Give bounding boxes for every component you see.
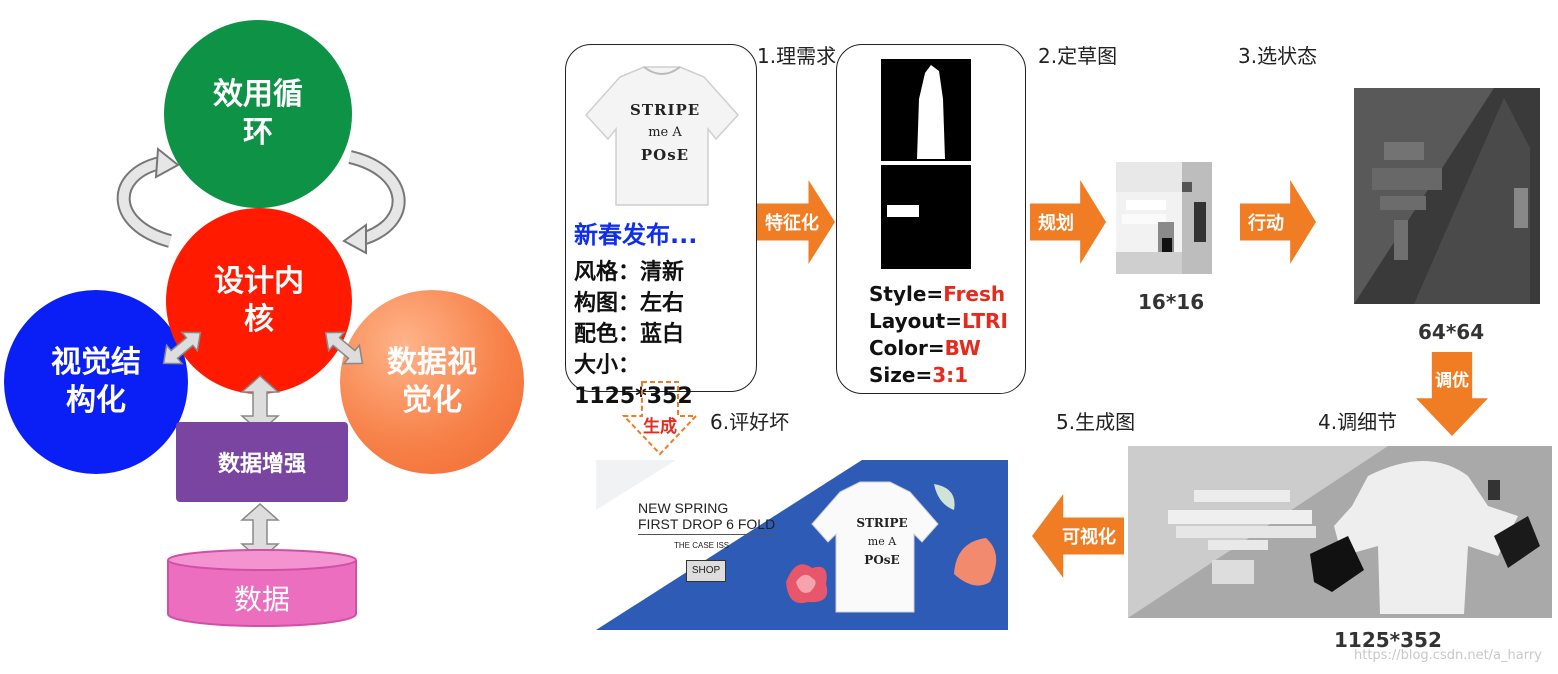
data-augmentation-box: 数据增强 <box>176 422 348 502</box>
step-2-label: 2.定草图 <box>1038 44 1118 68</box>
state-16-caption: 16*16 <box>1138 290 1205 314</box>
data-cylinder-label: 数据 <box>233 583 290 616</box>
detail-1125-image <box>1128 446 1552 618</box>
prop-color: Color=BW <box>869 336 981 360</box>
act-arrow: 行动 <box>1240 180 1316 264</box>
link-arrows <box>162 331 364 562</box>
sketch-card: Style=Fresh Layout=LTRI Color=BW Size=3:… <box>836 44 1026 394</box>
tshirt-line-2: me A <box>648 125 682 140</box>
requirement-headline: 新春发布... <box>574 221 698 249</box>
generate-label: 生成 <box>643 417 677 437</box>
banner-line-3: THE CASE ISS <box>674 541 730 550</box>
generate-arrow: 生成 <box>622 380 698 456</box>
requirement-list: 风格：清新 构图：左右 配色：蓝白 大小：1125*352 <box>574 257 756 412</box>
generate-arrow-outline <box>622 381 698 456</box>
sketch-props: Style=Fresh Layout=LTRI Color=BW Size=3:… <box>869 281 1008 389</box>
banner-tshirt <box>811 481 939 613</box>
cylinder-shape <box>167 549 357 627</box>
design-core-circle: 设计内 核 <box>166 208 352 394</box>
banner-tshirt-line-2: me A <box>867 535 897 548</box>
prop-layout: Layout=LTRI <box>869 309 1008 333</box>
visual-structuring-label: 视觉结 构化 <box>51 345 141 418</box>
plan-label: 规划 <box>1038 213 1074 234</box>
step-5-label: 5.生成图 <box>1056 410 1136 434</box>
generated-banner: NEW SPRING FIRST DROP 6 FOLD THE CASE IS… <box>596 460 1008 630</box>
watermark: https://blog.csdn.net/a_harry <box>1354 648 1542 663</box>
visualize-arrow: 可视化 <box>1032 494 1124 578</box>
visual-structuring-circle: 视觉结 构化 <box>4 290 188 474</box>
design-core-label: 设计内 核 <box>214 264 304 337</box>
step-6-label: 6.评好坏 <box>710 410 790 434</box>
data-visualization-label: 数据视 觉化 <box>387 345 477 418</box>
utility-cycle-label: 效用循 环 <box>213 77 303 150</box>
requirement-layout: 构图：左右 <box>574 291 685 316</box>
requirement-color: 配色：蓝白 <box>574 322 685 347</box>
tune-label: 调优 <box>1435 371 1469 391</box>
leaf-accent <box>934 484 955 510</box>
step-1-label: 1.理需求 <box>757 44 837 68</box>
plan-arrow: 规划 <box>1030 180 1106 264</box>
banner-tshirt-print: STRIPE me A POsE <box>854 516 910 567</box>
tshirt-line-1: STRIPE <box>630 101 701 119</box>
cycle-arrows <box>116 147 406 255</box>
flower-left <box>786 564 828 604</box>
state-16-image <box>1116 162 1212 274</box>
state-64-caption: 64*64 <box>1418 320 1485 344</box>
state-64-image <box>1354 88 1540 304</box>
banner-tshirt-line-1: STRIPE <box>856 516 908 530</box>
prop-size: Size=3:1 <box>869 363 969 387</box>
banner-tshirt-line-3: POsE <box>864 553 900 567</box>
banner-text: NEW SPRING FIRST DROP 6 FOLD THE CASE IS… <box>638 500 776 582</box>
detail-1125-caption: 1125*352 <box>1334 628 1442 652</box>
prop-style: Style=Fresh <box>869 282 1006 306</box>
act-label: 行动 <box>1248 213 1284 234</box>
requirement-size: 大小：1125*352 <box>574 353 693 409</box>
step-4-label: 4.调细节 <box>1318 410 1398 434</box>
tune-arrow: 调优 <box>1416 352 1488 436</box>
banner-shop-button[interactable]: SHOP <box>686 560 726 582</box>
banner-bg <box>596 460 862 630</box>
tshirt-line-3: POsE <box>640 146 690 164</box>
data-visualization-circle: 数据视 觉化 <box>340 290 524 474</box>
requirement-style: 风格：清新 <box>574 260 685 285</box>
featurize-arrow: 特征化 <box>757 180 835 264</box>
data-cylinder: 数据 <box>166 548 358 628</box>
tshirt-image <box>584 66 740 206</box>
step-3-label: 3.选状态 <box>1238 44 1318 68</box>
data-augmentation-label: 数据增强 <box>217 452 306 477</box>
requirement-card: STRIPE me A POsE 新春发布... 风格：清新 构图：左右 配色：… <box>565 44 757 409</box>
utility-cycle-circle: 效用循 环 <box>164 20 352 208</box>
flower-right <box>954 538 997 586</box>
featurize-label: 特征化 <box>765 213 819 234</box>
banner-line-1: NEW SPRING <box>638 500 729 516</box>
banner-line-2: FIRST DROP 6 FOLD <box>638 516 776 535</box>
tshirt-print: STRIPE me A POsE <box>630 101 700 164</box>
sketch-masks <box>881 59 971 269</box>
visualize-label: 可视化 <box>1062 527 1116 548</box>
